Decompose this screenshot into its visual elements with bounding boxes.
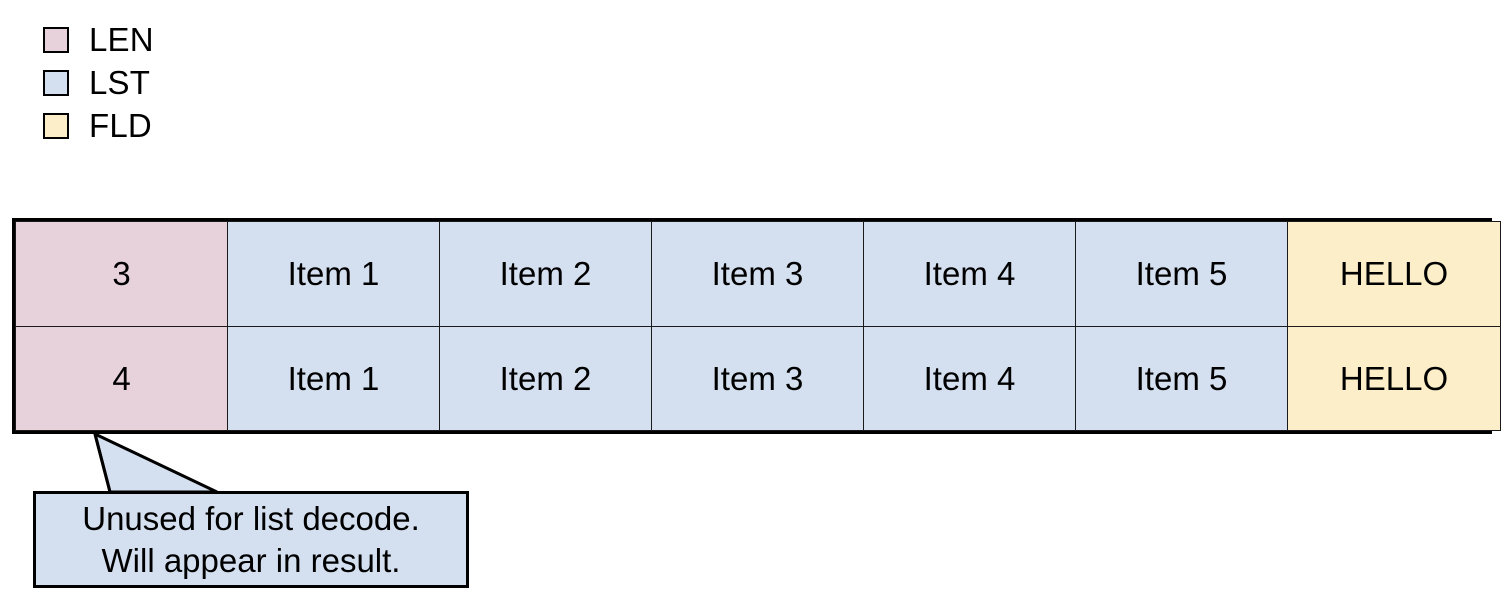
row-1-lst-cell-1: Item 1 xyxy=(227,221,440,327)
legend: LEN LST FLD xyxy=(43,18,343,147)
legend-swatch-fld xyxy=(43,112,69,139)
frame-layout-table: 3 Item 1 Item 2 Item 3 Item 4 Item 5 HEL… xyxy=(12,218,1501,434)
legend-item-len: LEN xyxy=(43,18,343,61)
row-2-lst-cell-2: Item 2 xyxy=(439,325,652,431)
legend-item-fld: FLD xyxy=(43,104,343,147)
table-row: 4 Item 1 Item 2 Item 3 Item 4 Item 5 HEL… xyxy=(15,325,1501,431)
row-2-lst-cell-1: Item 1 xyxy=(227,325,440,431)
legend-label-len: LEN xyxy=(89,21,154,58)
row-1-lst-cell-5: Item 5 xyxy=(1075,221,1288,327)
row-2-fld-cell: HELLO xyxy=(1287,325,1501,431)
callout-line-1: Unused for list decode. xyxy=(82,499,420,537)
row-1-lst-cell-2: Item 2 xyxy=(439,221,652,327)
legend-label-fld: FLD xyxy=(89,107,152,144)
row-1-len-cell: 3 xyxy=(15,221,228,327)
row-1-lst-cell-3: Item 3 xyxy=(651,221,864,327)
row-2-lst-cell-5: Item 5 xyxy=(1075,325,1288,431)
row-2-lst-cell-4: Item 4 xyxy=(863,325,1076,431)
row-2-lst-cell-3: Item 3 xyxy=(651,325,864,431)
legend-swatch-lst xyxy=(43,69,69,96)
legend-swatch-len xyxy=(43,26,69,53)
callout-pointer-icon xyxy=(92,431,218,494)
callout-box: Unused for list decode. Will appear in r… xyxy=(33,491,469,588)
legend-item-lst: LST xyxy=(43,61,343,104)
legend-label-lst: LST xyxy=(89,64,151,101)
table-row: 3 Item 1 Item 2 Item 3 Item 4 Item 5 HEL… xyxy=(15,221,1501,327)
callout-line-2: Will appear in result. xyxy=(101,541,401,579)
row-1-fld-cell: HELLO xyxy=(1287,221,1501,327)
row-1-lst-cell-4: Item 4 xyxy=(863,221,1076,327)
row-2-len-cell: 4 xyxy=(15,325,228,431)
